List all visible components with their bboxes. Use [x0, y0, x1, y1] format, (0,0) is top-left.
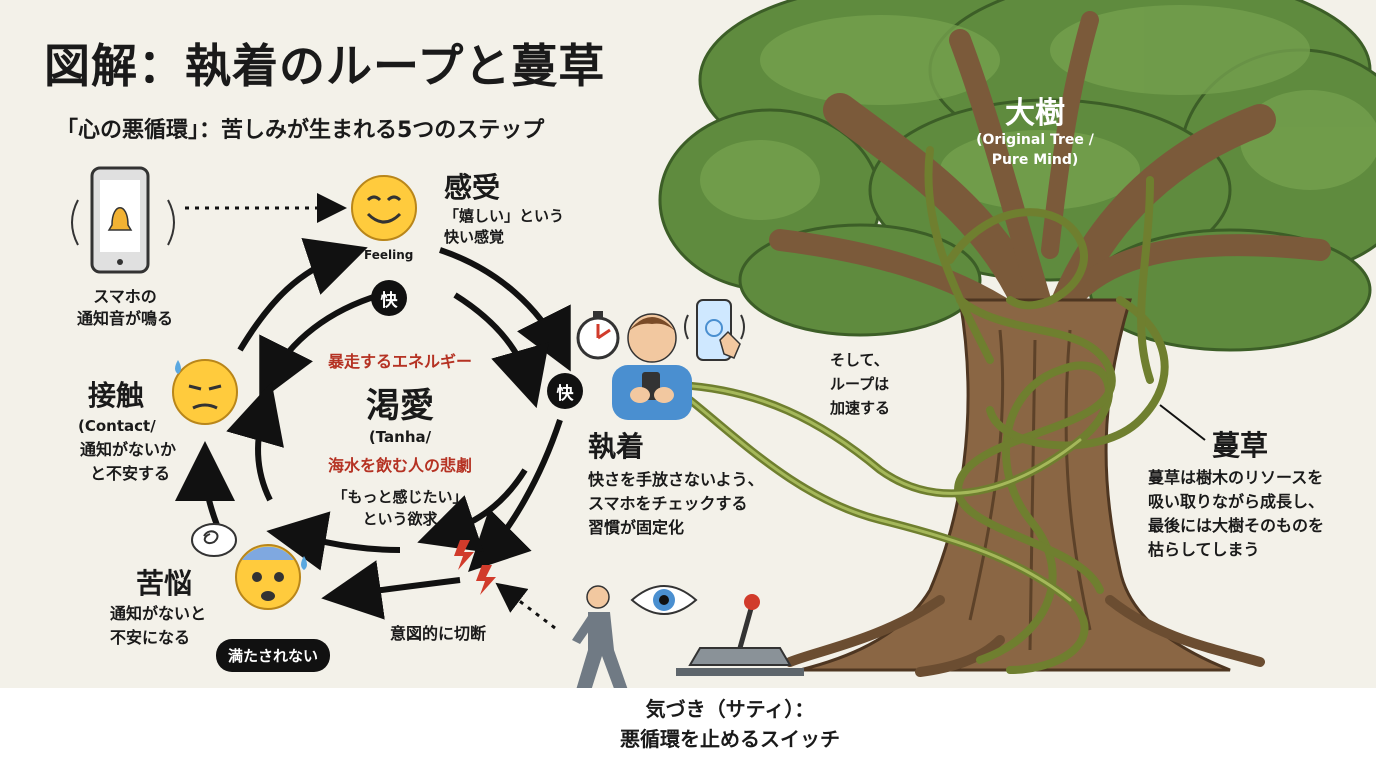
step-attachment-desc1: 快さを手放さないよう、 [588, 470, 764, 489]
anxious-face-icon [235, 544, 307, 610]
vine-desc2: 吸い取りながら成長し、 [1148, 492, 1325, 511]
page-title: 図解：執着のループと蔓草 [44, 39, 606, 93]
vine-desc: 蔓草は樹木のリソースを 吸い取りながら成長し、 最後には大樹そのものを 枯らして… [1148, 466, 1324, 562]
step-suffering-title: 苦悩 [136, 567, 193, 600]
center-main-label: 渇愛 [366, 386, 434, 426]
loop-note-line2: ループは [830, 375, 890, 393]
step-suffering-desc1: 通知がないと [110, 604, 207, 623]
step-feeling-desc2: 快い感覚 [444, 228, 505, 246]
awareness-caption: 気づき（サティ）： 悪循環を止めるスイッチ [560, 694, 900, 754]
step-feeling-title: 感受 [444, 171, 501, 204]
walking-person-icon [572, 585, 628, 694]
phone-caption-line2: 通知音が鳴る [76, 309, 173, 328]
hand-tapping-phone-icon [684, 299, 745, 361]
center-desire-line2: という欲求 [362, 510, 438, 528]
page-subtitle: 「心の悪循環」：苦しみが生まれる5つのステップ [56, 118, 545, 143]
person-with-phone-icon [612, 313, 692, 420]
step-feeling-desc: 「嬉しい」という 快い感覚 [444, 206, 564, 248]
step-contact-desc2: と不安する [90, 464, 171, 483]
lightning-icon [454, 540, 496, 595]
tree-title: 大樹 [1005, 96, 1065, 131]
center-desire: 「もっと感じたい」 という欲求 [290, 486, 510, 530]
vine-title: 蔓草 [1212, 429, 1269, 462]
awareness-line2: 悪循環を止めるスイッチ [620, 727, 840, 751]
smartphone-bell-icon [71, 166, 175, 274]
tree-en1: (Original Tree / [976, 132, 1094, 148]
lever-switch-icon [676, 594, 804, 676]
step-attachment-title: 執着 [588, 430, 645, 463]
tree-icon [658, 0, 1376, 677]
stopwatch-icon [576, 311, 620, 360]
vine-desc1: 蔓草は樹木のリソースを [1148, 468, 1324, 487]
step-contact-title: 接触 [88, 379, 145, 412]
center-metaphor: 海水を飲む人の悲劇 [327, 456, 472, 475]
loop-note: そして、 ループは 加速する [830, 348, 890, 420]
step-suffering-desc2: 不安になる [110, 628, 191, 647]
tree-en2: Pure Mind) [991, 152, 1079, 168]
phone-caption-line1: スマホの [93, 287, 157, 306]
step-contact-en: (Contact/ [78, 417, 156, 435]
awareness-line1: 気づき（サティ）： [645, 697, 815, 721]
center-top-label: 暴走するエネルギー [327, 352, 472, 371]
step-feeling-desc1: 「嬉しい」という [444, 207, 565, 225]
step-attachment-desc: 快さを手放さないよう、 スマホをチェックする 習慣が固定化 [588, 468, 764, 540]
worried-face-icon [172, 359, 238, 425]
loop-note-line1: そして、 [830, 351, 889, 369]
vine-desc4: 枯らしてしまう [1148, 540, 1260, 559]
kai-badge-right: 快 [547, 373, 583, 409]
cut-label: 意図的に切断 [390, 624, 487, 643]
center-desire-line1: 「もっと感じたい」 [332, 488, 468, 506]
bottom-band [0, 688, 1376, 768]
kai-badge-top: 快 [371, 280, 407, 316]
unsatisfied-badge: 満たされない [216, 639, 331, 672]
step-feeling-en: Feeling [364, 248, 414, 262]
eye-icon [630, 585, 698, 615]
step-contact-desc1: 通知がないか [80, 440, 177, 459]
center-en-label: (Tanha/ [368, 428, 432, 446]
smiling-face-icon [351, 175, 417, 241]
step-contact-desc: 通知がないか と不安する [80, 438, 176, 486]
step-attachment-desc2: スマホをチェックする [588, 494, 748, 513]
step-suffering-desc: 通知がないと 不安になる [110, 602, 206, 650]
thought-bubble-icon [191, 523, 237, 557]
vine-desc3: 最後には大樹そのものを [1148, 516, 1325, 535]
phone-caption: スマホの 通知音が鳴る [70, 286, 180, 330]
step-attachment-desc3: 習慣が固定化 [588, 518, 685, 537]
loop-note-line3: 加速する [830, 399, 891, 417]
tree-en: (Original Tree / Pure Mind) [950, 130, 1120, 170]
